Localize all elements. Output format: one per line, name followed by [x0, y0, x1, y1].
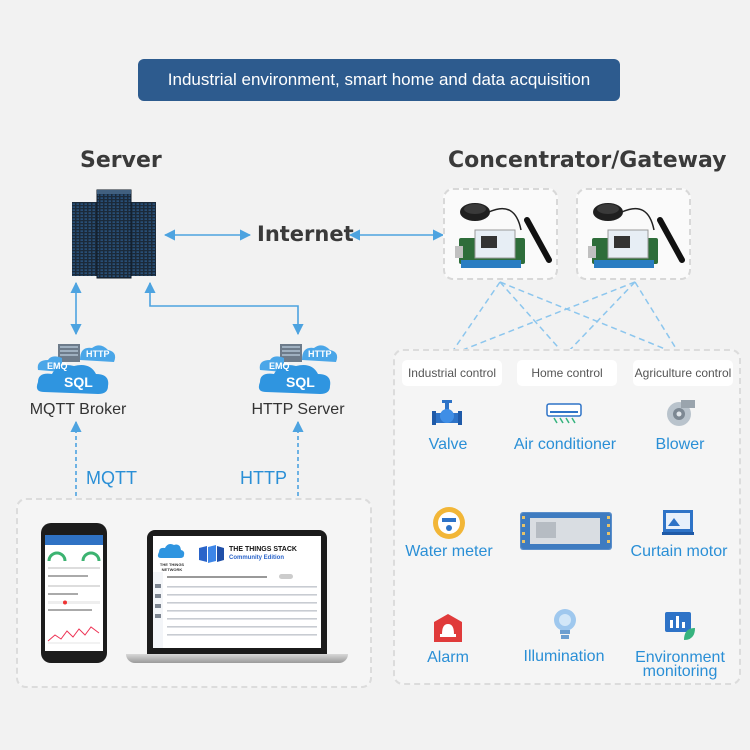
- ttn-brand-label: THE THINGS NETWORK: [159, 562, 185, 572]
- server-http-arrow: [144, 281, 304, 336]
- blower-icon: [665, 400, 695, 430]
- phone-screen: [45, 535, 103, 651]
- things-stack-subtitle: Community Edition: [229, 555, 284, 561]
- internet-label: Internet: [257, 222, 354, 246]
- gateway-board-icon: [588, 203, 685, 268]
- tab-agriculture-control: Agriculture control: [633, 360, 733, 386]
- water-meter-icon: [432, 506, 466, 540]
- valve-icon: [432, 398, 462, 428]
- gateway-board-icon: [455, 203, 552, 268]
- laptop: THE THINGS NETWORK THE THINGS STACK Comm…: [147, 530, 327, 654]
- laptop-table-graphic: [153, 572, 317, 648]
- valve-label: Valve: [428, 436, 468, 453]
- server-title: Server: [80, 148, 162, 173]
- mqtt-broker-emq-label: EMQ: [47, 361, 68, 371]
- things-stack-logo-icon: [199, 545, 224, 563]
- illumination-label: Illumination: [523, 648, 605, 665]
- http-protocol-label: HTTP: [240, 468, 287, 488]
- http-server-http-label: HTTP: [308, 349, 332, 359]
- mqtt-broker-http-label: HTTP: [86, 349, 110, 359]
- environment-monitoring-icon: [664, 610, 696, 642]
- gateway-fan-lines: [449, 281, 681, 356]
- alarm-label: Alarm: [427, 649, 469, 666]
- curtain-motor-label: Curtain motor: [630, 543, 728, 560]
- alarm-icon: [432, 612, 464, 644]
- curtain-motor-icon: [662, 508, 694, 536]
- http-server-label: HTTP Server: [251, 401, 345, 418]
- tab-industrial-control: Industrial control: [402, 360, 502, 386]
- smartphone: [41, 523, 107, 663]
- mqtt-broker-cloud-icon: EMQ HTTP SQL: [34, 340, 118, 398]
- gateway-card-1: [443, 188, 558, 280]
- illumination-icon: [552, 608, 578, 642]
- gateway-title: Concentrator/Gateway: [448, 148, 727, 173]
- mqtt-broker-sql-label: SQL: [64, 374, 93, 390]
- laptop-base: [126, 654, 348, 663]
- air-conditioner-label: Air conditioner: [513, 436, 617, 453]
- mqtt-broker-label: MQTT Broker: [29, 401, 127, 418]
- tab-home-control: Home control: [517, 360, 617, 386]
- air-conditioner-icon: [546, 402, 582, 426]
- environment-monitoring-label-line1: Environment: [635, 649, 725, 666]
- http-server-cloud-icon: EMQ HTTP SQL: [256, 340, 340, 398]
- http-server-emq-label: EMQ: [269, 361, 290, 371]
- gateway-card-2: [576, 188, 691, 280]
- things-stack-title: THE THINGS STACK: [229, 546, 297, 553]
- blower-label: Blower: [655, 436, 705, 453]
- water-meter-label: Water meter: [405, 543, 493, 560]
- ttn-cloud-logo-icon: [157, 544, 185, 558]
- server-rack-icon: [68, 188, 160, 280]
- lora-module-icon: [520, 512, 612, 550]
- banner: Industrial environment, smart home and d…: [138, 59, 620, 101]
- phone-dashboard-graphic: [47, 551, 101, 644]
- laptop-screen: THE THINGS NETWORK THE THINGS STACK Comm…: [153, 536, 321, 648]
- mqtt-protocol-label: MQTT: [86, 468, 137, 488]
- environment-monitoring-label-line2: monitoring: [642, 663, 718, 680]
- http-server-sql-label: SQL: [286, 374, 315, 390]
